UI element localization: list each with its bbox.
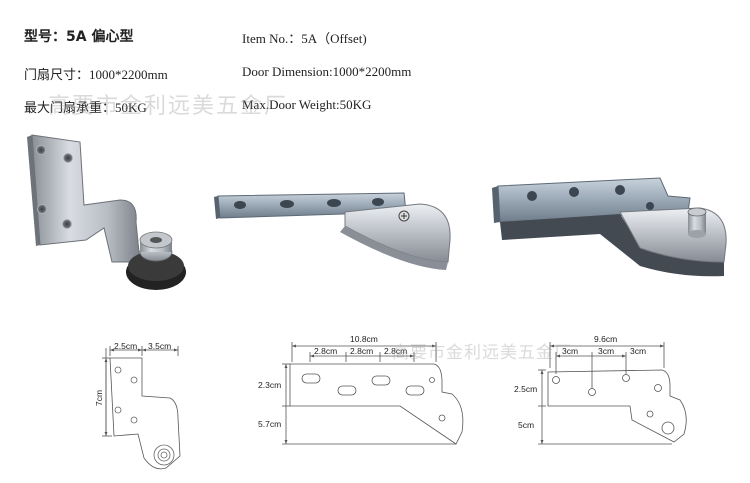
max-weight-en: Max.Door Weight:50KG — [242, 97, 372, 112]
photo-l-bracket — [27, 134, 186, 290]
watermark-top: 高要市金利远美五金厂 — [48, 94, 289, 119]
photo-assembly — [492, 177, 727, 277]
dim-mid-bottom-h: 5.7cm — [258, 419, 281, 429]
dim-mid-2: 2.8cm — [350, 346, 373, 356]
dim-right-bottom-h: 5cm — [518, 420, 534, 430]
watermark-bottom: 高要市金利远美五金厂 — [392, 343, 572, 363]
max-weight-cn: 最大门扇承重：50KG — [24, 100, 147, 115]
door-dimension-en: Door Dimension:1000*2200mm — [242, 64, 412, 79]
dim-mid-3: 2.8cm — [384, 346, 407, 356]
dim-mid-total: 10.8cm — [350, 334, 378, 344]
dim-mid-1: 2.8cm — [314, 346, 337, 356]
drawing-right: 9.6cm 3cm 3cm 3cm 2.5cm 5cm — [514, 334, 687, 445]
dim-right-3: 3cm — [630, 346, 646, 356]
item-number: Item No.：5A（Offset) — [242, 31, 367, 46]
dim-left-a: 2.5cm — [114, 341, 137, 351]
dim-left-height: 7cm — [94, 390, 104, 406]
dim-right-2: 3cm — [598, 346, 614, 356]
drawing-middle: 10.8cm 2.8cm 2.8cm 2.8cm 2.3cm 5.7cm — [258, 334, 464, 445]
dim-left-b: 3.5cm — [148, 341, 171, 351]
model-title: 型号：5A 偏心型 — [24, 29, 134, 45]
dim-right-top-h: 2.5cm — [514, 384, 537, 394]
door-size-cn: 门扇尺寸：1000*2200mm — [24, 67, 168, 82]
dim-mid-top-h: 2.3cm — [258, 380, 281, 390]
dim-right-1: 3cm — [562, 346, 578, 356]
drawing-left: 2.5cm 3.5cm 7cm — [94, 341, 181, 470]
photo-offset-plate — [214, 192, 451, 270]
dim-right-total: 9.6cm — [594, 334, 617, 344]
